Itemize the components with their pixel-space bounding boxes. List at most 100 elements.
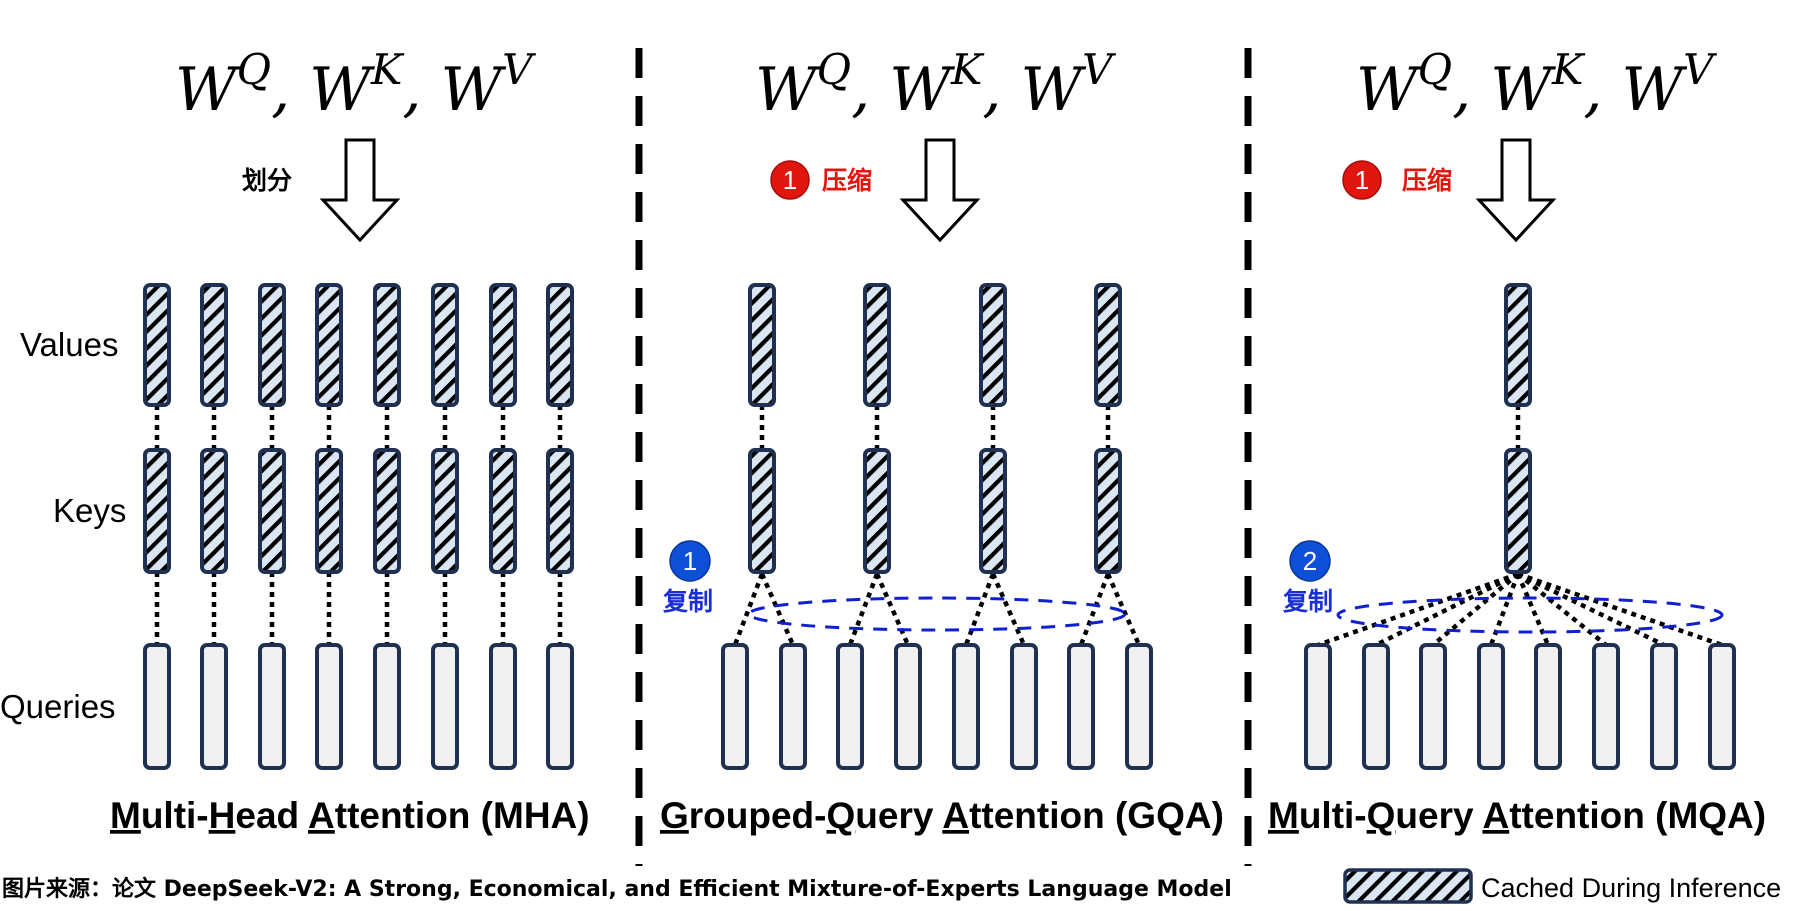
query-head	[431, 643, 459, 770]
panel-gqa: WQ, WK, WV 1 压缩 1 复制 Grouped-Query Attention …	[660, 45, 1224, 836]
step-badge-number: 1	[683, 546, 697, 576]
key-query-connector	[732, 573, 765, 646]
down-arrow-icon	[319, 138, 401, 243]
value-head-cached	[546, 283, 574, 407]
value-head-cached	[1504, 283, 1532, 407]
query-head	[1592, 643, 1620, 770]
query-head	[315, 643, 343, 770]
query-head	[1708, 643, 1736, 770]
query-head	[1010, 643, 1038, 770]
key-head-cached	[373, 448, 401, 574]
key-head-cached	[489, 448, 517, 574]
query-head	[779, 643, 807, 770]
key-head-cached	[1504, 448, 1532, 574]
compress-label: 压缩	[822, 166, 872, 195]
query-head	[546, 643, 574, 770]
step-badge-number: 2	[1303, 546, 1317, 576]
replication-group-ellipse	[747, 596, 1127, 632]
key-query-connector	[1374, 571, 1520, 648]
key-query-connector	[1488, 573, 1521, 646]
key-head-cached	[748, 448, 776, 574]
step-badge-number: 1	[783, 165, 797, 195]
value-head-cached	[979, 283, 1007, 407]
panel-title: Multi-Head Attention (MHA)	[110, 795, 590, 836]
key-query-connector	[1515, 573, 1551, 646]
key-query-connector	[1516, 572, 1608, 647]
query-head	[200, 643, 228, 770]
legend: Cached During Inference	[1343, 868, 1781, 904]
query-head	[952, 643, 980, 770]
query-head	[258, 643, 286, 770]
key-head-cached	[546, 448, 574, 574]
value-head-cached	[431, 283, 459, 407]
down-arrow-icon	[1475, 138, 1557, 243]
source-caption: 图片来源：论文 DeepSeek-V2: A Strong, Economica…	[2, 876, 1232, 902]
key-query-connector	[963, 573, 996, 646]
value-head-cached	[489, 283, 517, 407]
step-badge-replicate	[1289, 540, 1331, 582]
panel-mha: WQ, WK, WV 划分 Multi-Head Attention (MHA)	[110, 45, 590, 836]
step-badge-compress	[1342, 160, 1382, 200]
query-head	[143, 643, 171, 770]
weight-matrices-formula: WQ, WK, WV	[175, 45, 536, 125]
key-query-connector	[1105, 573, 1142, 646]
query-head	[721, 643, 749, 770]
panel-title: Multi-Query Attention (MQA)	[1268, 795, 1766, 836]
query-head	[1304, 643, 1332, 770]
value-head-cached	[258, 283, 286, 407]
key-head-cached	[258, 448, 286, 574]
legend-hatched-swatch	[1343, 868, 1473, 904]
key-query-connector	[1317, 571, 1519, 648]
weight-matrices-formula: WQ, WK, WV	[1356, 45, 1717, 125]
weight-matrices-formula: WQ, WK, WV	[755, 45, 1116, 125]
row-label-queries: Queries	[0, 688, 116, 725]
query-head	[1067, 643, 1095, 770]
replicate-label: 复制	[1283, 587, 1333, 616]
key-query-connector	[1431, 572, 1520, 647]
key-head-cached	[200, 448, 228, 574]
key-query-connector	[759, 573, 796, 646]
replicate-label: 复制	[663, 587, 713, 616]
row-label-keys: Keys	[53, 492, 126, 529]
query-head	[836, 643, 864, 770]
panel-title: Grouped-Query Attention (GQA)	[660, 795, 1224, 836]
query-head	[1362, 643, 1390, 770]
value-head-cached	[200, 283, 228, 407]
query-head	[373, 643, 401, 770]
value-head-cached	[315, 283, 343, 407]
key-query-connector	[1078, 573, 1111, 646]
row-label-values: Values	[20, 326, 118, 363]
replication-group-ellipse	[1336, 596, 1724, 634]
key-query-connector	[1517, 571, 1665, 648]
value-head-cached	[143, 283, 171, 407]
query-head	[1125, 643, 1153, 770]
key-head-cached	[979, 448, 1007, 574]
step-badge-replicate	[669, 540, 711, 582]
key-query-connector	[847, 573, 880, 646]
key-head-cached	[431, 448, 459, 574]
query-head	[1534, 643, 1562, 770]
query-head	[894, 643, 922, 770]
split-label: 划分	[242, 166, 292, 195]
value-head-cached	[748, 283, 776, 407]
step-badge-compress	[770, 160, 810, 200]
query-head	[1650, 643, 1678, 770]
query-head	[1419, 643, 1447, 770]
key-head-cached	[143, 448, 171, 574]
query-head	[1477, 643, 1505, 770]
compress-label: 压缩	[1402, 166, 1452, 195]
query-head	[489, 643, 517, 770]
key-query-connector	[874, 573, 911, 646]
key-head-cached	[1094, 448, 1122, 574]
key-query-connector	[990, 573, 1027, 646]
value-head-cached	[863, 283, 891, 407]
value-head-cached	[373, 283, 401, 407]
key-head-cached	[863, 448, 891, 574]
key-head-cached	[315, 448, 343, 574]
down-arrow-icon	[899, 138, 981, 243]
key-query-connector	[1517, 571, 1723, 648]
legend-label: Cached During Inference	[1481, 873, 1781, 903]
